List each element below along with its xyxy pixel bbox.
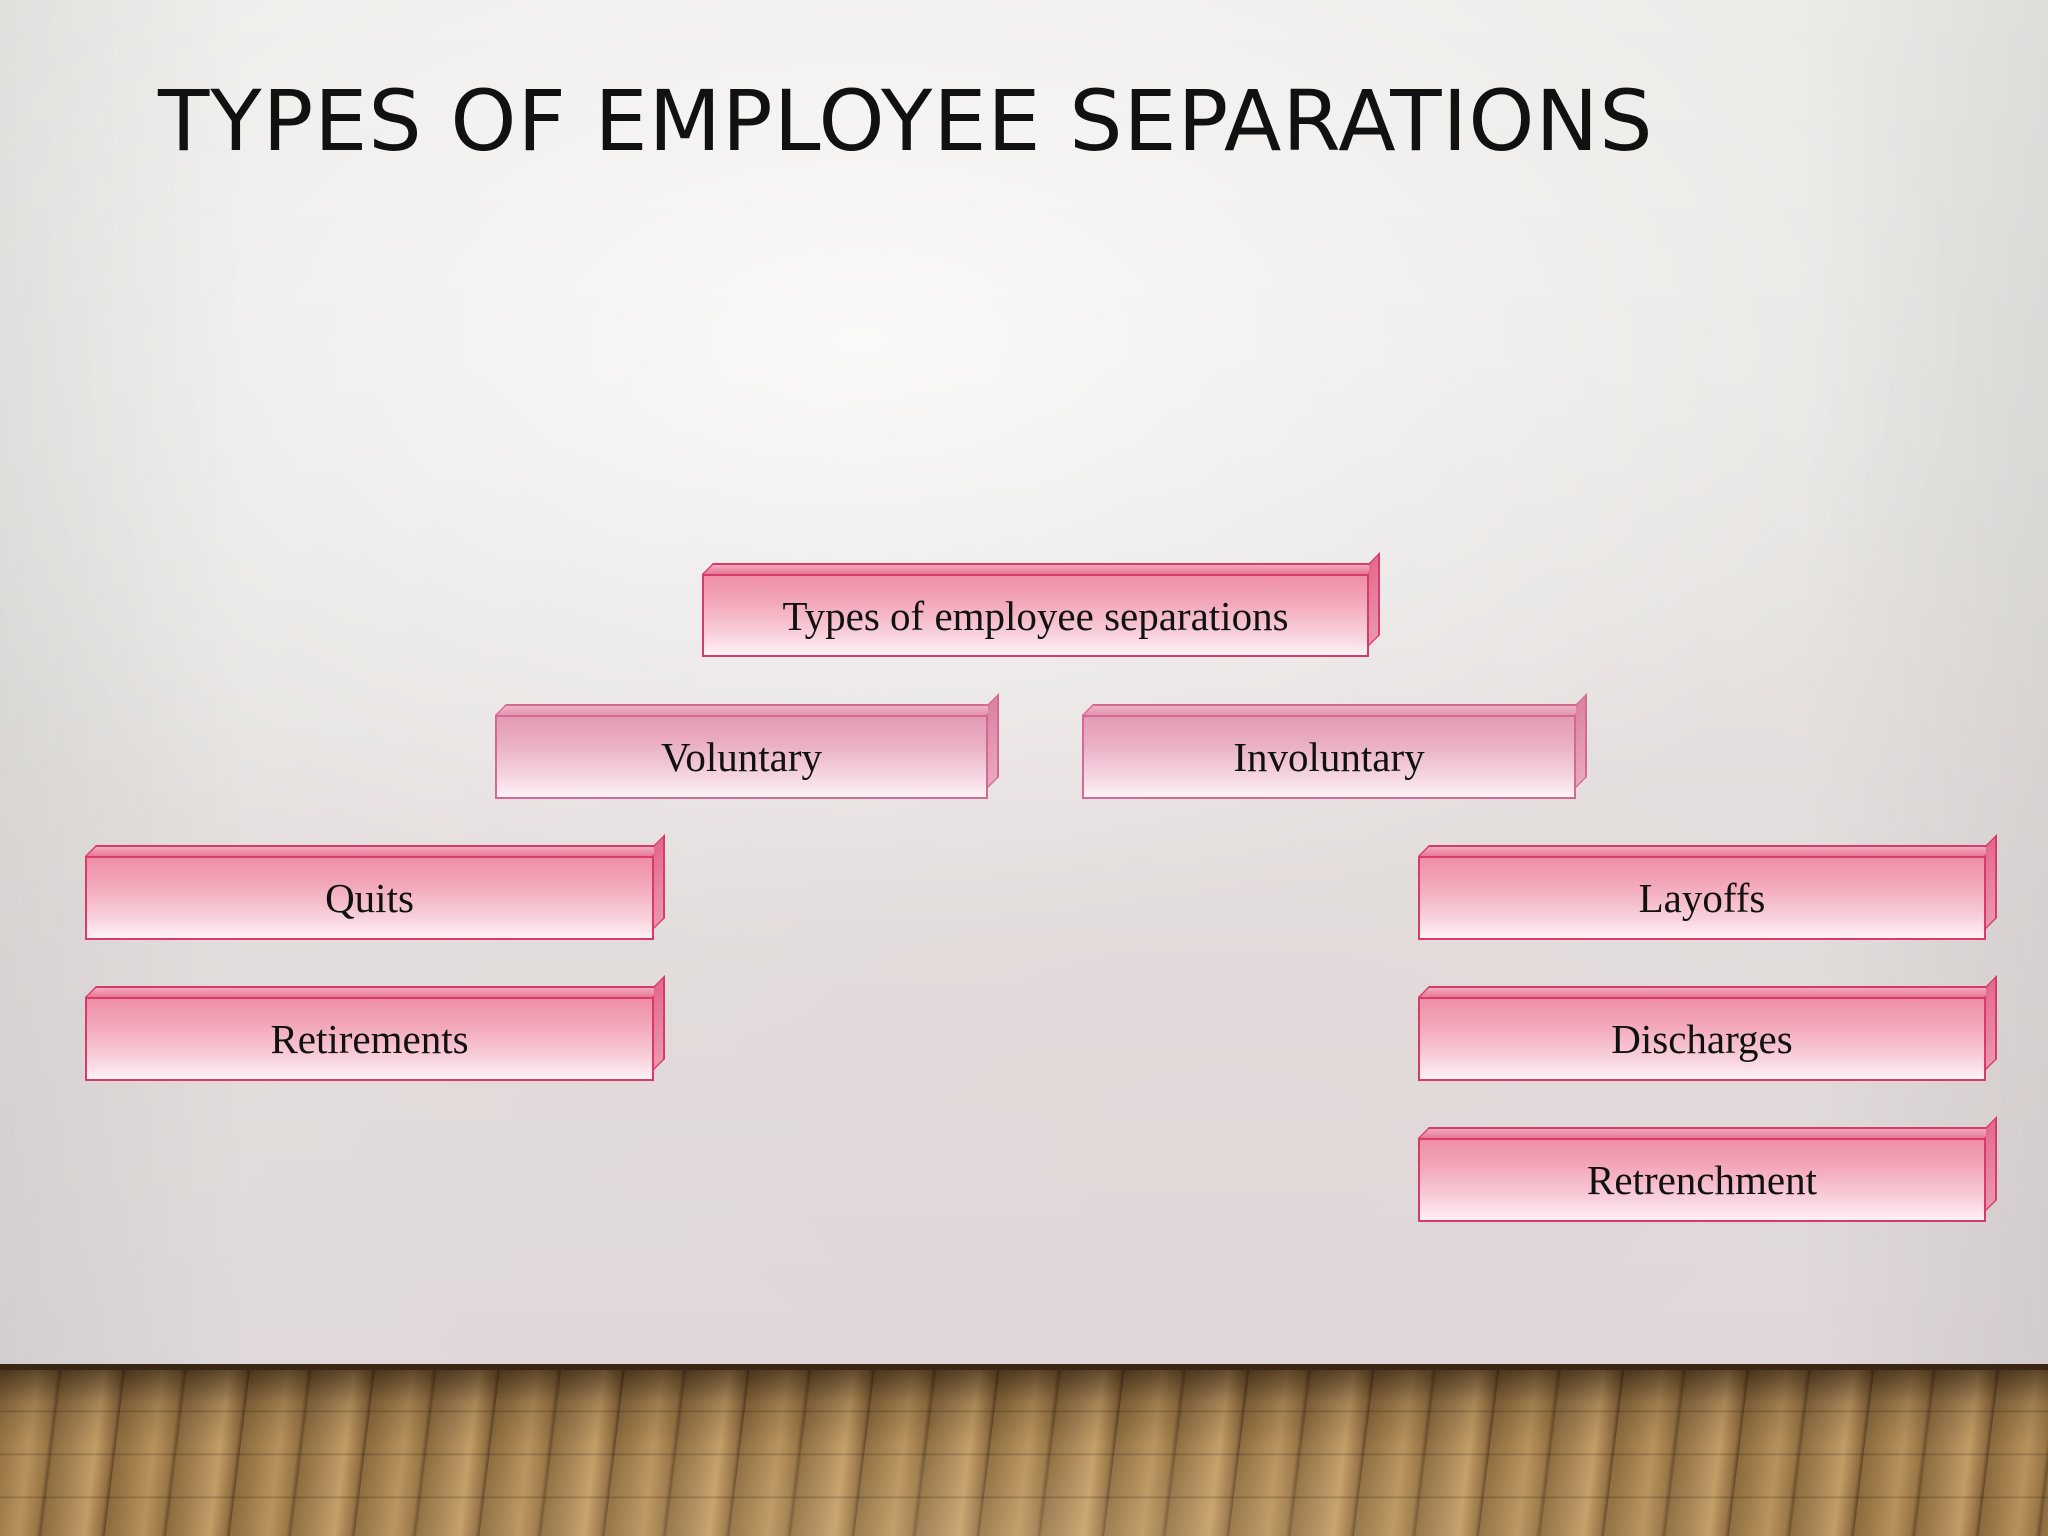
box-quits-label: Quits [325, 875, 414, 921]
box-retrenchment-label: Retrenchment [1587, 1157, 1817, 1203]
box-involuntary: Involuntary [1082, 693, 1587, 799]
floor-edge [0, 1364, 2048, 1370]
wall-background [0, 0, 2048, 1366]
box-discharges-label: Discharges [1611, 1016, 1793, 1062]
box-retirements: Retirements [85, 975, 665, 1081]
slide-title: TYPES OF EMPLOYEE SEPARATIONS [158, 72, 1654, 170]
box-voluntary-label: Voluntary [661, 734, 822, 780]
box-discharges: Discharges [1418, 975, 1997, 1081]
box-quits: Quits [85, 834, 665, 940]
wood-floor [0, 1370, 2048, 1536]
box-layoffs: Layoffs [1418, 834, 1997, 940]
box-retirements-label: Retirements [270, 1016, 469, 1062]
box-retrenchment: Retrenchment [1418, 1116, 1997, 1222]
box-voluntary: Voluntary [495, 693, 999, 799]
box-involuntary-label: Involuntary [1233, 734, 1425, 780]
box-root: Types of employee separations [702, 552, 1380, 657]
box-root-label: Types of employee separations [782, 592, 1289, 639]
box-layoffs-label: Layoffs [1638, 875, 1766, 921]
